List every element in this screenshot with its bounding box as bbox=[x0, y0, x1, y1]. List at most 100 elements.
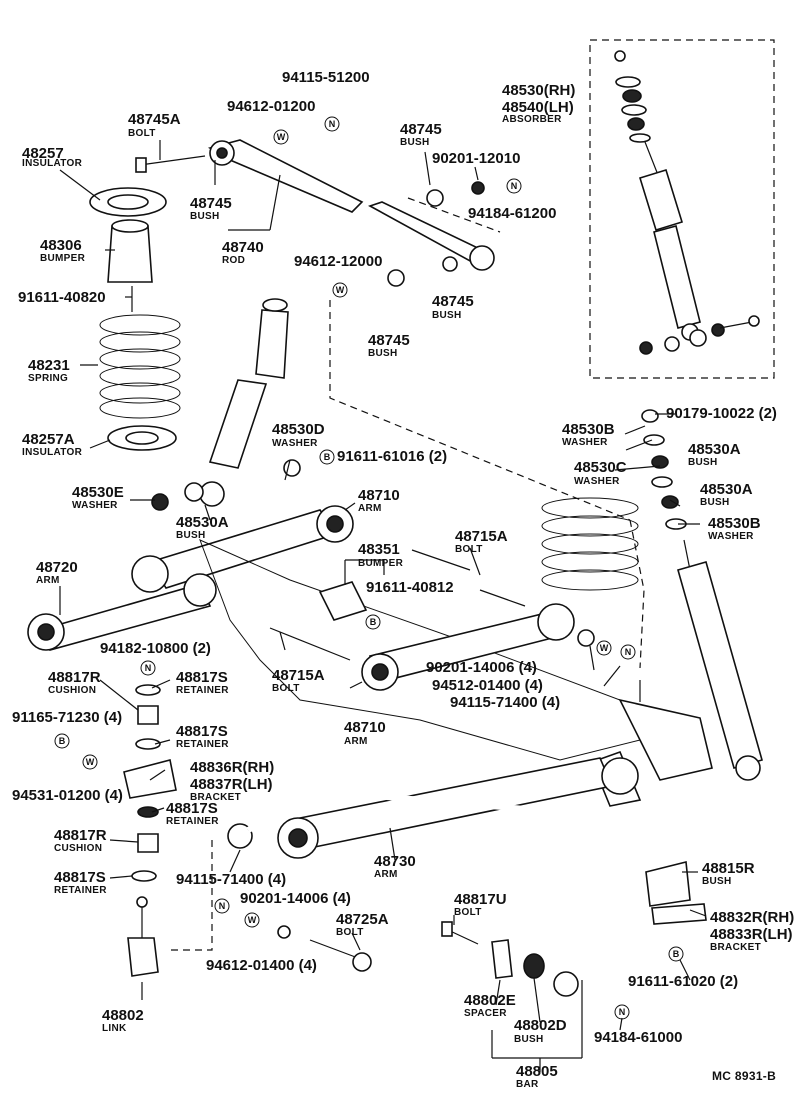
part-label: 94612-01200 bbox=[227, 98, 315, 115]
w-symbol: W bbox=[332, 282, 348, 298]
svg-text:48257: 48257 bbox=[22, 145, 64, 162]
svg-text:W: W bbox=[248, 915, 257, 925]
svg-text:48540(LH): 48540(LH) bbox=[502, 99, 574, 116]
part-label: 48836R(RH) bbox=[190, 759, 274, 776]
svg-text:BUMPER: BUMPER bbox=[40, 253, 86, 264]
svg-text:ARM: ARM bbox=[36, 575, 60, 586]
svg-text:BUSH: BUSH bbox=[700, 497, 730, 508]
symbols: N W N W B B N W N B W N W B N bbox=[54, 116, 684, 1020]
svg-text:BUSH: BUSH bbox=[432, 310, 462, 321]
svg-text:BOLT: BOLT bbox=[272, 683, 300, 694]
svg-text:48530A: 48530A bbox=[700, 481, 753, 498]
svg-text:BAR: BAR bbox=[516, 1079, 539, 1090]
svg-text:BUSH: BUSH bbox=[702, 876, 732, 887]
svg-text:BRACKET: BRACKET bbox=[190, 792, 241, 803]
svg-text:W: W bbox=[277, 132, 286, 142]
part-label: 94531-01200 (4) bbox=[12, 787, 123, 804]
right-shock-drawing bbox=[641, 409, 763, 781]
part-label: 94115-51200 bbox=[282, 69, 370, 86]
svg-text:BOLT: BOLT bbox=[128, 128, 156, 139]
b-symbol: B bbox=[668, 946, 684, 962]
svg-text:BOLT: BOLT bbox=[455, 544, 483, 555]
svg-text:48817S: 48817S bbox=[54, 869, 106, 886]
lower-arm-48710-drawing bbox=[269, 581, 595, 691]
svg-text:BUSH: BUSH bbox=[400, 137, 430, 148]
svg-text:W: W bbox=[336, 285, 345, 295]
svg-text:91611-40820: 91611-40820 bbox=[18, 289, 106, 306]
svg-text:94612-01200: 94612-01200 bbox=[227, 98, 315, 115]
absorber-kit-box bbox=[589, 39, 775, 379]
svg-text:91611-61020 (2): 91611-61020 (2) bbox=[628, 973, 738, 990]
svg-text:48833R(LH): 48833R(LH) bbox=[710, 926, 793, 943]
svg-text:94184-61200: 94184-61200 bbox=[468, 205, 556, 222]
svg-text:48745: 48745 bbox=[190, 195, 232, 212]
svg-text:B: B bbox=[673, 949, 680, 959]
svg-text:48710: 48710 bbox=[358, 487, 400, 504]
svg-text:BUSH: BUSH bbox=[688, 457, 718, 468]
svg-text:94531-01200 (4): 94531-01200 (4) bbox=[12, 787, 123, 804]
part-label: 48540(LH)ABSORBER bbox=[502, 99, 574, 125]
svg-text:BUMPER: BUMPER bbox=[358, 558, 404, 569]
svg-text:RETAINER: RETAINER bbox=[176, 739, 229, 750]
svg-text:91165-71230 (4): 91165-71230 (4) bbox=[12, 709, 122, 726]
svg-text:48815R: 48815R bbox=[702, 860, 755, 877]
absorber-exploded-drawing bbox=[614, 50, 760, 355]
svg-text:WASHER: WASHER bbox=[708, 531, 754, 542]
svg-text:48817R: 48817R bbox=[48, 669, 101, 686]
svg-text:48832R(RH): 48832R(RH) bbox=[710, 909, 794, 926]
svg-text:48530B: 48530B bbox=[708, 515, 761, 532]
shock-absorber-center-drawing bbox=[151, 298, 301, 511]
svg-text:48530C: 48530C bbox=[574, 459, 627, 476]
svg-text:48745: 48745 bbox=[432, 293, 474, 310]
svg-text:48530B: 48530B bbox=[562, 421, 615, 438]
svg-text:94115-71400 (4): 94115-71400 (4) bbox=[176, 871, 286, 888]
svg-text:48257A: 48257A bbox=[22, 431, 75, 448]
svg-text:WASHER: WASHER bbox=[272, 438, 318, 449]
part-label: 94612-12000 bbox=[294, 253, 382, 270]
svg-text:W: W bbox=[600, 643, 609, 653]
part-label: 94115-71400 (4) bbox=[450, 694, 560, 711]
svg-text:48836R(RH): 48836R(RH) bbox=[190, 759, 274, 776]
svg-text:48715A: 48715A bbox=[455, 528, 508, 545]
part-label: 91165-71230 (4) bbox=[12, 709, 122, 726]
svg-text:48530(RH): 48530(RH) bbox=[502, 82, 575, 99]
svg-text:N: N bbox=[511, 181, 518, 191]
part-label: 94182-10800 (2) bbox=[100, 640, 211, 657]
svg-text:48817S: 48817S bbox=[176, 723, 228, 740]
svg-text:48817U: 48817U bbox=[454, 891, 507, 908]
w-symbol: W bbox=[82, 754, 98, 770]
svg-text:W: W bbox=[86, 757, 95, 767]
part-label: 91611-61016 (2) bbox=[337, 448, 447, 465]
svg-text:48802: 48802 bbox=[102, 1007, 144, 1024]
svg-text:N: N bbox=[219, 901, 226, 911]
diagram-code: MC 8931-B bbox=[712, 1069, 776, 1083]
svg-text:90201-14006 (4): 90201-14006 (4) bbox=[240, 890, 351, 907]
svg-text:48745A: 48745A bbox=[128, 111, 181, 128]
svg-text:ABSORBER: ABSORBER bbox=[502, 114, 562, 125]
svg-text:N: N bbox=[619, 1007, 626, 1017]
part-label: 90201-14006 (4) bbox=[426, 659, 537, 676]
part-label: 94612-01400 (4) bbox=[206, 957, 317, 974]
svg-text:INSULATOR: INSULATOR bbox=[22, 158, 83, 169]
svg-text:BRACKET: BRACKET bbox=[710, 942, 761, 953]
svg-text:48231: 48231 bbox=[28, 357, 70, 374]
svg-text:INSULATOR: INSULATOR bbox=[22, 447, 83, 458]
svg-text:CUSHION: CUSHION bbox=[48, 685, 96, 696]
svg-text:BUSH: BUSH bbox=[368, 348, 398, 359]
